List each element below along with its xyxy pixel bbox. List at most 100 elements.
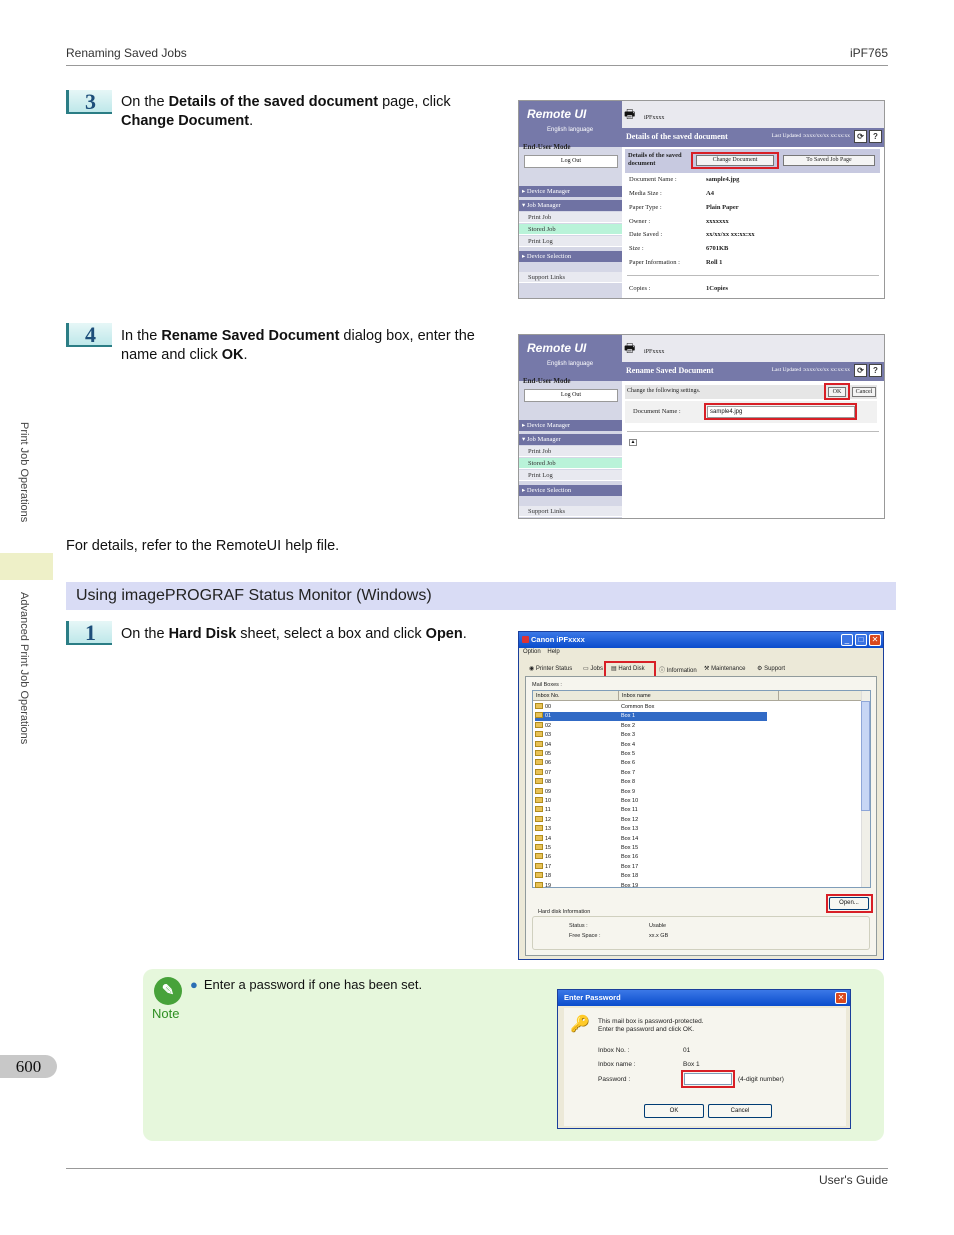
copies-row: Copies :1Copies <box>629 285 729 292</box>
folder-icon <box>535 759 543 766</box>
menu-print-job[interactable]: Print Job <box>519 446 622 457</box>
maximize-icon[interactable]: □ <box>855 634 867 646</box>
menu-stored-job[interactable]: Stored Job <box>519 224 622 235</box>
folder-icon <box>535 825 543 832</box>
change-document-button[interactable]: Change Document <box>696 155 774 166</box>
refresh-icon[interactable]: ⟳ <box>854 130 867 143</box>
menu-help[interactable]: Help <box>547 649 560 655</box>
header-rule <box>66 65 888 66</box>
cancel-button[interactable]: Cancel <box>852 387 876 397</box>
tab-information[interactable]: ⓘ Information <box>659 668 697 674</box>
mailbox-number: 03 <box>545 732 552 739</box>
mailbox-name: Box 7 <box>621 769 636 776</box>
close-icon[interactable]: ✕ <box>869 634 881 646</box>
status-value: Usable <box>649 923 667 929</box>
password-message-1: This mail box is password-protected. <box>598 1018 704 1025</box>
folder-icon <box>535 750 543 756</box>
password-message-2: Enter the password and click OK. <box>598 1026 695 1033</box>
menu-print-job[interactable]: Print Job <box>519 212 622 223</box>
page-top-icon[interactable]: ▲ <box>629 439 637 446</box>
menu-device-selection[interactable]: ▸ Device Selection <box>519 251 622 262</box>
to-saved-job-page-button[interactable]: To Saved Job Page <box>783 155 875 166</box>
help-icon[interactable]: ? <box>869 130 882 143</box>
details-reference-text: For details, refer to the RemoteUI help … <box>66 538 340 554</box>
status-label: Status : <box>569 923 588 929</box>
page-title-bar: Rename Saved Document Last Updated :xxxx… <box>622 362 884 381</box>
ok-button[interactable]: OK <box>828 387 846 397</box>
menu-stored-job[interactable]: Stored Job <box>519 458 622 469</box>
column-header-inbox-name[interactable]: Inbox name <box>619 691 779 701</box>
menu-support-links[interactable]: Support Links <box>519 506 622 517</box>
tab-printer-status[interactable]: ◉ Printer Status <box>529 666 573 672</box>
window-title-bar: Canon iPFxxxx <box>519 632 883 648</box>
mailbox-number: 01 <box>545 713 552 720</box>
column-header-inbox-no[interactable]: Inbox No. <box>533 691 619 701</box>
mailbox-name: Box 14 <box>621 835 639 842</box>
language-link[interactable]: English language <box>547 127 594 133</box>
note-pencil-icon: ✎ <box>154 977 182 1005</box>
mailbox-number: 06 <box>545 760 552 767</box>
column-header-empty <box>779 691 863 701</box>
document-name-input[interactable]: sample4.jpg <box>707 406 855 418</box>
user-mode-label: End-User Mode <box>523 377 571 385</box>
refresh-icon[interactable]: ⟳ <box>854 364 867 377</box>
menu-device-manager[interactable]: ▸ Device Manager <box>519 186 622 197</box>
tab-support[interactable]: ⚙ Support <box>757 666 786 672</box>
document-name-label: Document Name : <box>633 408 681 415</box>
last-updated: Last Updated :xxxx/xx/xx xx:xx:xx <box>771 367 850 373</box>
list-scrollbar[interactable] <box>861 691 870 887</box>
scrollbar-thumb[interactable] <box>861 701 870 811</box>
menu-device-selection[interactable]: ▸ Device Selection <box>519 485 622 496</box>
folder-icon <box>535 712 543 719</box>
password-cancel-button[interactable]: Cancel <box>708 1104 772 1118</box>
menu-support-links[interactable]: Support Links <box>519 272 622 283</box>
tab-hard-disk[interactable]: ▤ Hard Disk <box>611 666 645 672</box>
language-link[interactable]: English language <box>547 361 594 367</box>
minimize-icon[interactable]: _ <box>841 634 853 646</box>
step-3-instruction: On the Details of the saved document pag… <box>121 94 451 129</box>
logout-button[interactable]: Log Out <box>524 389 618 402</box>
mailbox-number: 19 <box>545 882 552 889</box>
menu-print-log[interactable]: Print Log <box>519 236 622 247</box>
password-input[interactable] <box>684 1073 732 1085</box>
tab-maintenance[interactable]: ⚒ Maintenance <box>704 666 746 672</box>
key-icon: 🔑 <box>570 1016 590 1033</box>
open-button[interactable]: Open... <box>829 897 869 910</box>
logout-button[interactable]: Log Out <box>524 155 618 168</box>
menu-job-manager[interactable]: ▾ Job Manager <box>519 200 622 211</box>
folder-icon <box>535 853 543 860</box>
password-ok-button[interactable]: OK <box>644 1104 704 1118</box>
menu-option[interactable]: Option <box>523 649 541 655</box>
menu-print-log[interactable]: Print Log <box>519 470 622 481</box>
step-1-instruction: On the Hard Disk sheet, select a box and… <box>121 626 467 642</box>
tab-jobs[interactable]: ▭ Jobs <box>583 666 604 672</box>
menu-device-manager[interactable]: ▸ Device Manager <box>519 420 622 431</box>
help-icon[interactable]: ? <box>869 364 882 377</box>
folder-icon <box>535 862 543 869</box>
close-icon[interactable]: ✕ <box>835 992 847 1004</box>
menu-job-manager[interactable]: ▾ Job Manager <box>519 434 622 445</box>
